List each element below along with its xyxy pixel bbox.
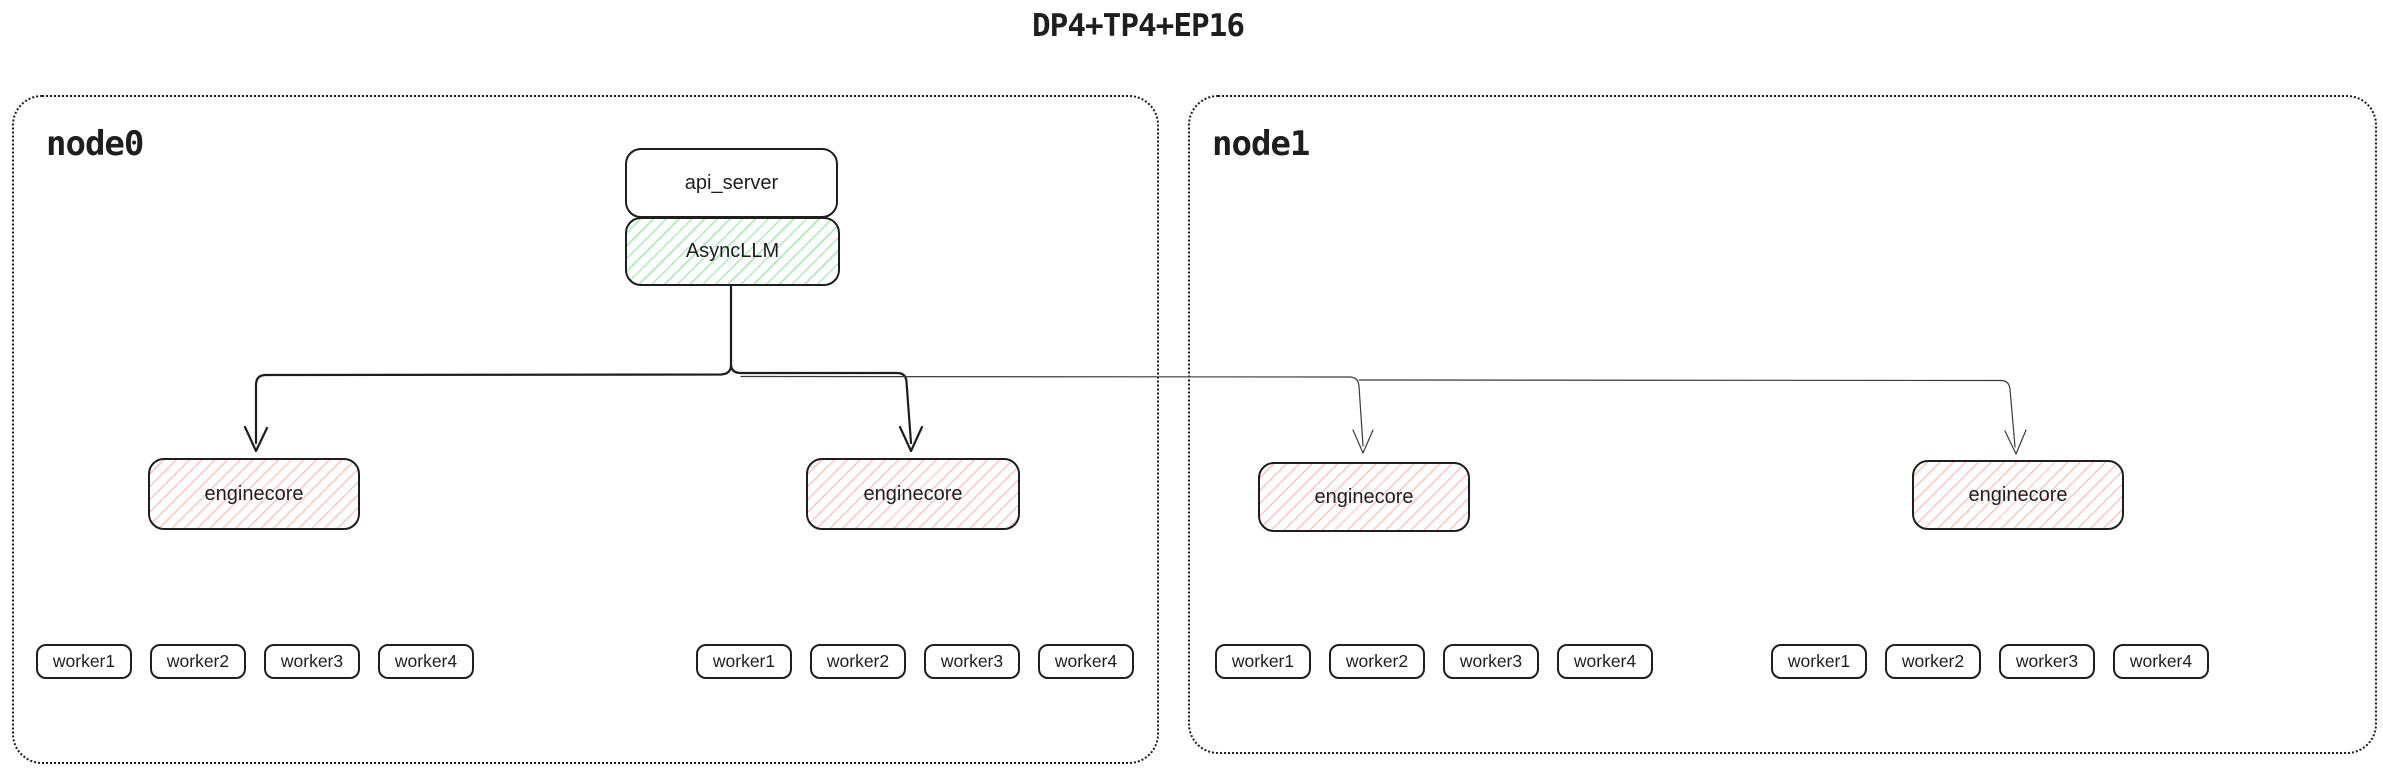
- worker-box: worker1: [1215, 644, 1311, 679]
- worker-box: worker1: [1771, 644, 1867, 679]
- worker-box: worker2: [1885, 644, 1981, 679]
- enginecore-box-1: enginecore: [148, 458, 360, 530]
- worker-box: worker4: [378, 644, 474, 679]
- worker-box: worker3: [924, 644, 1020, 679]
- enginecore-box-3: enginecore: [1258, 462, 1470, 532]
- enginecore-label: enginecore: [1968, 483, 2068, 506]
- worker-box: worker1: [36, 644, 132, 679]
- enginecore-box-2: enginecore: [806, 458, 1020, 530]
- api-server-box: api_server: [625, 148, 838, 218]
- worker-box: worker4: [1038, 644, 1134, 679]
- worker-box: worker3: [264, 644, 360, 679]
- enginecore-label: enginecore: [204, 482, 304, 505]
- node1-label: node1: [1212, 124, 1310, 164]
- worker-group-3: worker1 worker2 worker3 worker4: [1215, 644, 1653, 679]
- worker-group-1: worker1 worker2 worker3 worker4: [36, 644, 474, 679]
- worker-box: worker3: [1999, 644, 2095, 679]
- asyncllm-label: AsyncLLM: [685, 240, 780, 262]
- worker-box: worker2: [810, 644, 906, 679]
- worker-group-2: worker1 worker2 worker3 worker4: [696, 644, 1134, 679]
- diagram-title: DP4+TP4+EP16: [1032, 8, 1245, 44]
- worker-box: worker4: [1557, 644, 1653, 679]
- worker-group-4: worker1 worker2 worker3 worker4: [1771, 644, 2209, 679]
- enginecore-box-4: enginecore: [1912, 460, 2124, 530]
- api-server-label: api_server: [684, 171, 779, 194]
- worker-box: worker2: [1329, 644, 1425, 679]
- enginecore-label: enginecore: [1314, 485, 1414, 508]
- worker-box: worker4: [2113, 644, 2209, 679]
- node0-label: node0: [46, 124, 144, 164]
- worker-box: worker1: [696, 644, 792, 679]
- enginecore-label: enginecore: [863, 482, 963, 505]
- worker-box: worker2: [150, 644, 246, 679]
- asyncllm-box: AsyncLLM: [625, 217, 840, 286]
- worker-box: worker3: [1443, 644, 1539, 679]
